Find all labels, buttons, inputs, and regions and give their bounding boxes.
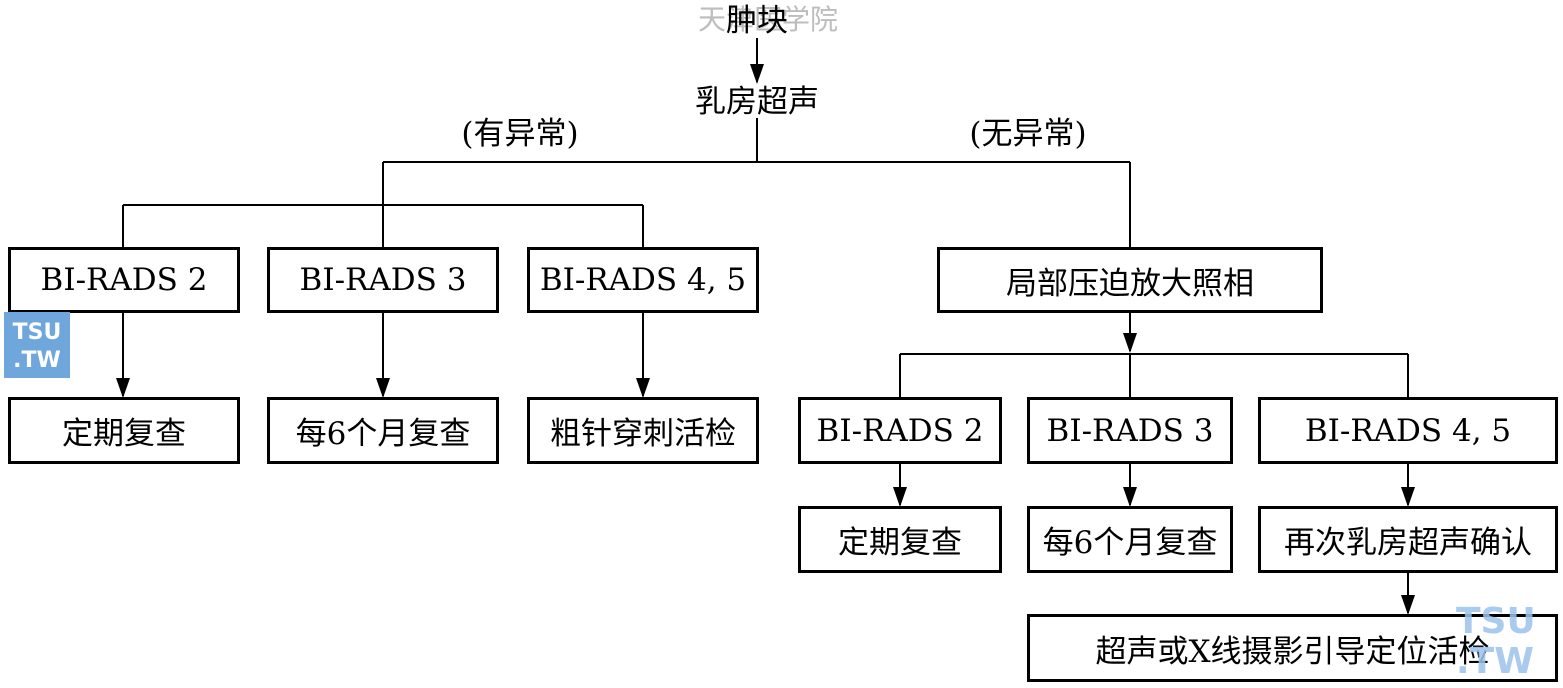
right-birads-3-box: BI-RADS 3 — [1027, 397, 1233, 464]
branch-abnormal-label: (有异常) — [461, 115, 579, 152]
logo-line2: .TW — [13, 348, 61, 373]
guided-biopsy-box: 超声或X线摄影引导定位活检 — [1027, 614, 1558, 682]
tsu-logo-left: TSU .TW — [4, 312, 70, 378]
tsu-logo-bottom-right: TSU .TW — [1456, 604, 1536, 680]
logo-bottom-line2: .TW — [1456, 641, 1534, 682]
root-node: 肿块 — [726, 2, 788, 39]
right-repeat-ultrasound-box: 再次乳房超声确认 — [1258, 506, 1558, 573]
right-birads-45-box: BI-RADS 4, 5 — [1258, 397, 1558, 464]
logo-line1: TSU — [12, 320, 62, 345]
right-periodic-review-box: 定期复查 — [798, 506, 1002, 573]
left-core-biopsy-box: 粗针穿刺活检 — [527, 397, 759, 464]
left-periodic-review-box: 定期复查 — [8, 397, 240, 464]
right-birads-2-box: BI-RADS 2 — [798, 397, 1002, 464]
branch-normal-label: (无异常) — [969, 115, 1087, 152]
left-six-month-review-box: 每6个月复查 — [267, 397, 499, 464]
logo-bottom-line1: TSU — [1456, 601, 1536, 642]
watermark-text: 天津医学院 — [698, 3, 839, 36]
spot-compression-box: 局部压迫放大照相 — [937, 247, 1323, 313]
left-birads-45-box: BI-RADS 4, 5 — [527, 247, 759, 313]
left-birads-3-box: BI-RADS 3 — [267, 247, 499, 313]
left-birads-2-box: BI-RADS 2 — [8, 247, 240, 313]
right-six-month-review-box: 每6个月复查 — [1027, 506, 1233, 573]
ultrasound-node: 乳房超声 — [695, 83, 819, 120]
